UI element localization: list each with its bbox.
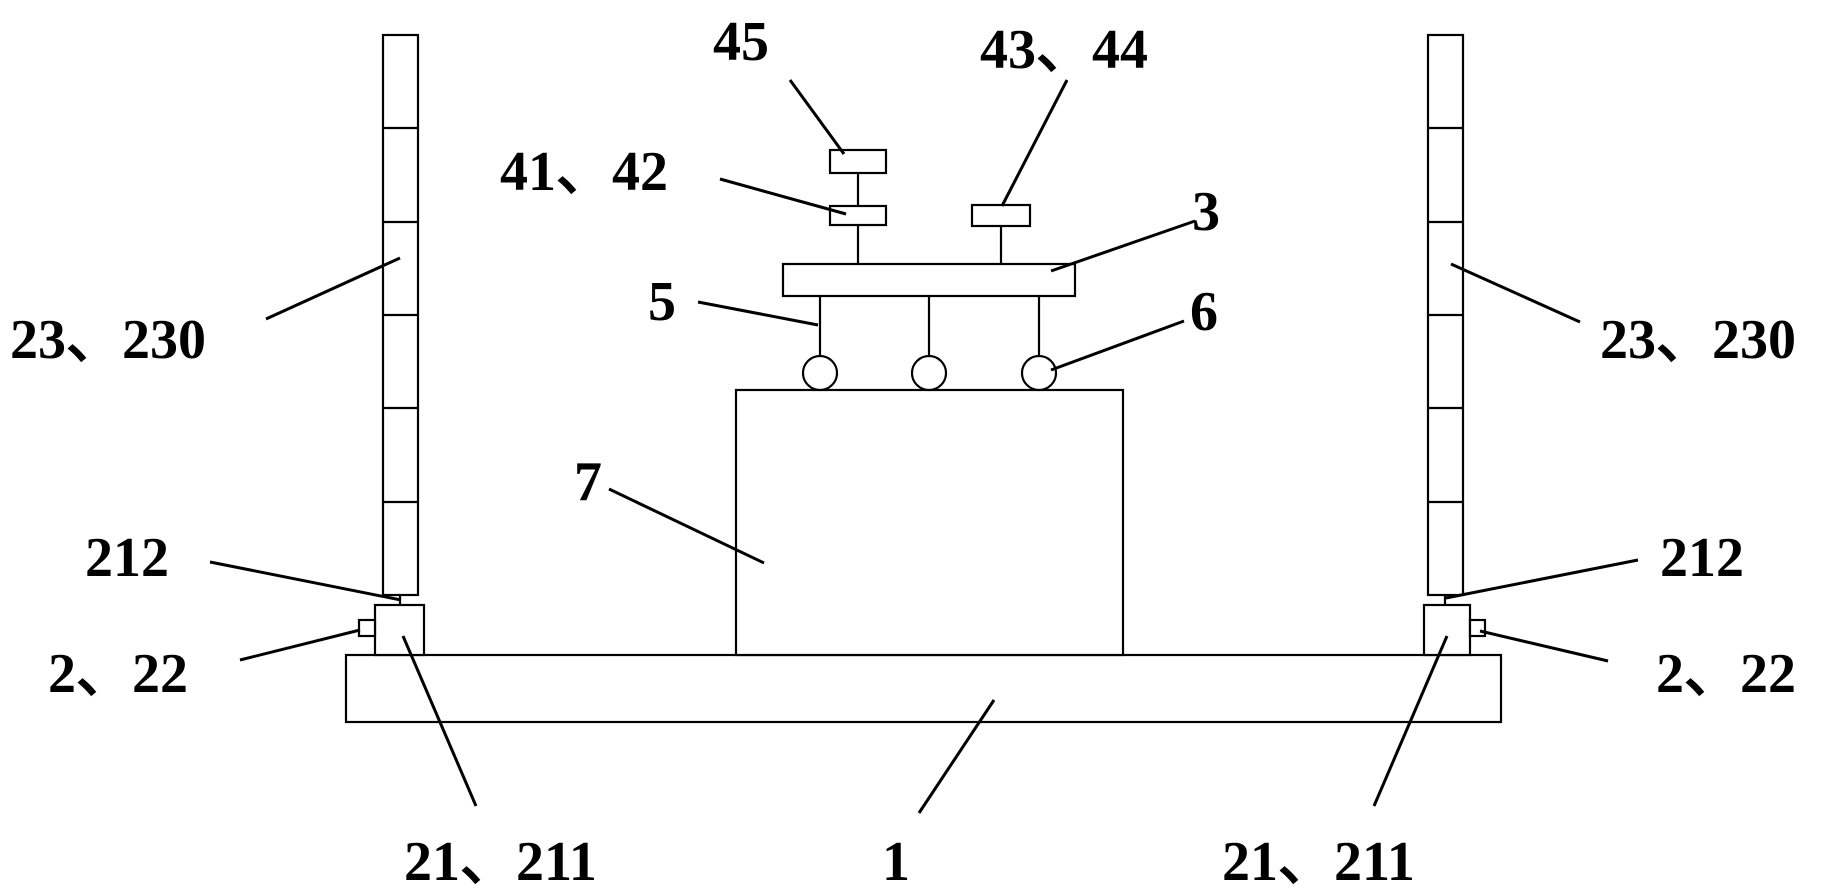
- label-212-right: 212: [1660, 527, 1744, 589]
- leader-212-right: [1446, 560, 1638, 598]
- leader-212-left: [210, 562, 401, 600]
- left-mount-block: [375, 605, 424, 655]
- leader-45: [790, 80, 844, 154]
- leader-2-22-left: [240, 630, 360, 660]
- label-21-211-right: 21、211: [1222, 831, 1415, 893]
- label-5: 5: [648, 271, 676, 333]
- label-2-22-right: 2、22: [1656, 643, 1796, 705]
- top-plate: [783, 264, 1075, 296]
- label-6: 6: [1190, 281, 1218, 343]
- label-41-42: 41、42: [500, 141, 668, 203]
- base-plate: [346, 655, 1501, 722]
- label-1: 1: [882, 831, 910, 893]
- stack-block-lower: [830, 206, 886, 225]
- label-3: 3: [1192, 181, 1220, 243]
- label-7: 7: [574, 451, 602, 513]
- central-block: [736, 390, 1123, 655]
- roller-middle: [912, 356, 946, 390]
- label-23-230-right: 23、230: [1600, 309, 1796, 371]
- label-2-22-left: 2、22: [48, 643, 188, 705]
- label-212-left: 212: [85, 527, 169, 589]
- stack-block-upper: [830, 150, 886, 173]
- label-43-44: 43、44: [980, 19, 1148, 81]
- right-side-tab: [1470, 620, 1485, 636]
- leader-6: [1051, 321, 1184, 370]
- right-mount-block: [1424, 605, 1470, 655]
- leader-43-44: [1002, 80, 1067, 206]
- leader-23-230-left: [266, 258, 400, 319]
- right-block: [972, 205, 1030, 226]
- label-45: 45: [713, 11, 769, 73]
- leader-23-230-right: [1451, 264, 1580, 322]
- roller-right: [1022, 356, 1056, 390]
- left-side-tab: [359, 620, 375, 636]
- roller-left: [803, 356, 837, 390]
- label-21-211-left: 21、211: [404, 831, 597, 893]
- label-23-230-left: 23、230: [10, 309, 206, 371]
- leader-41-42: [720, 179, 846, 214]
- leader-3: [1051, 221, 1195, 271]
- leader-5: [698, 302, 818, 325]
